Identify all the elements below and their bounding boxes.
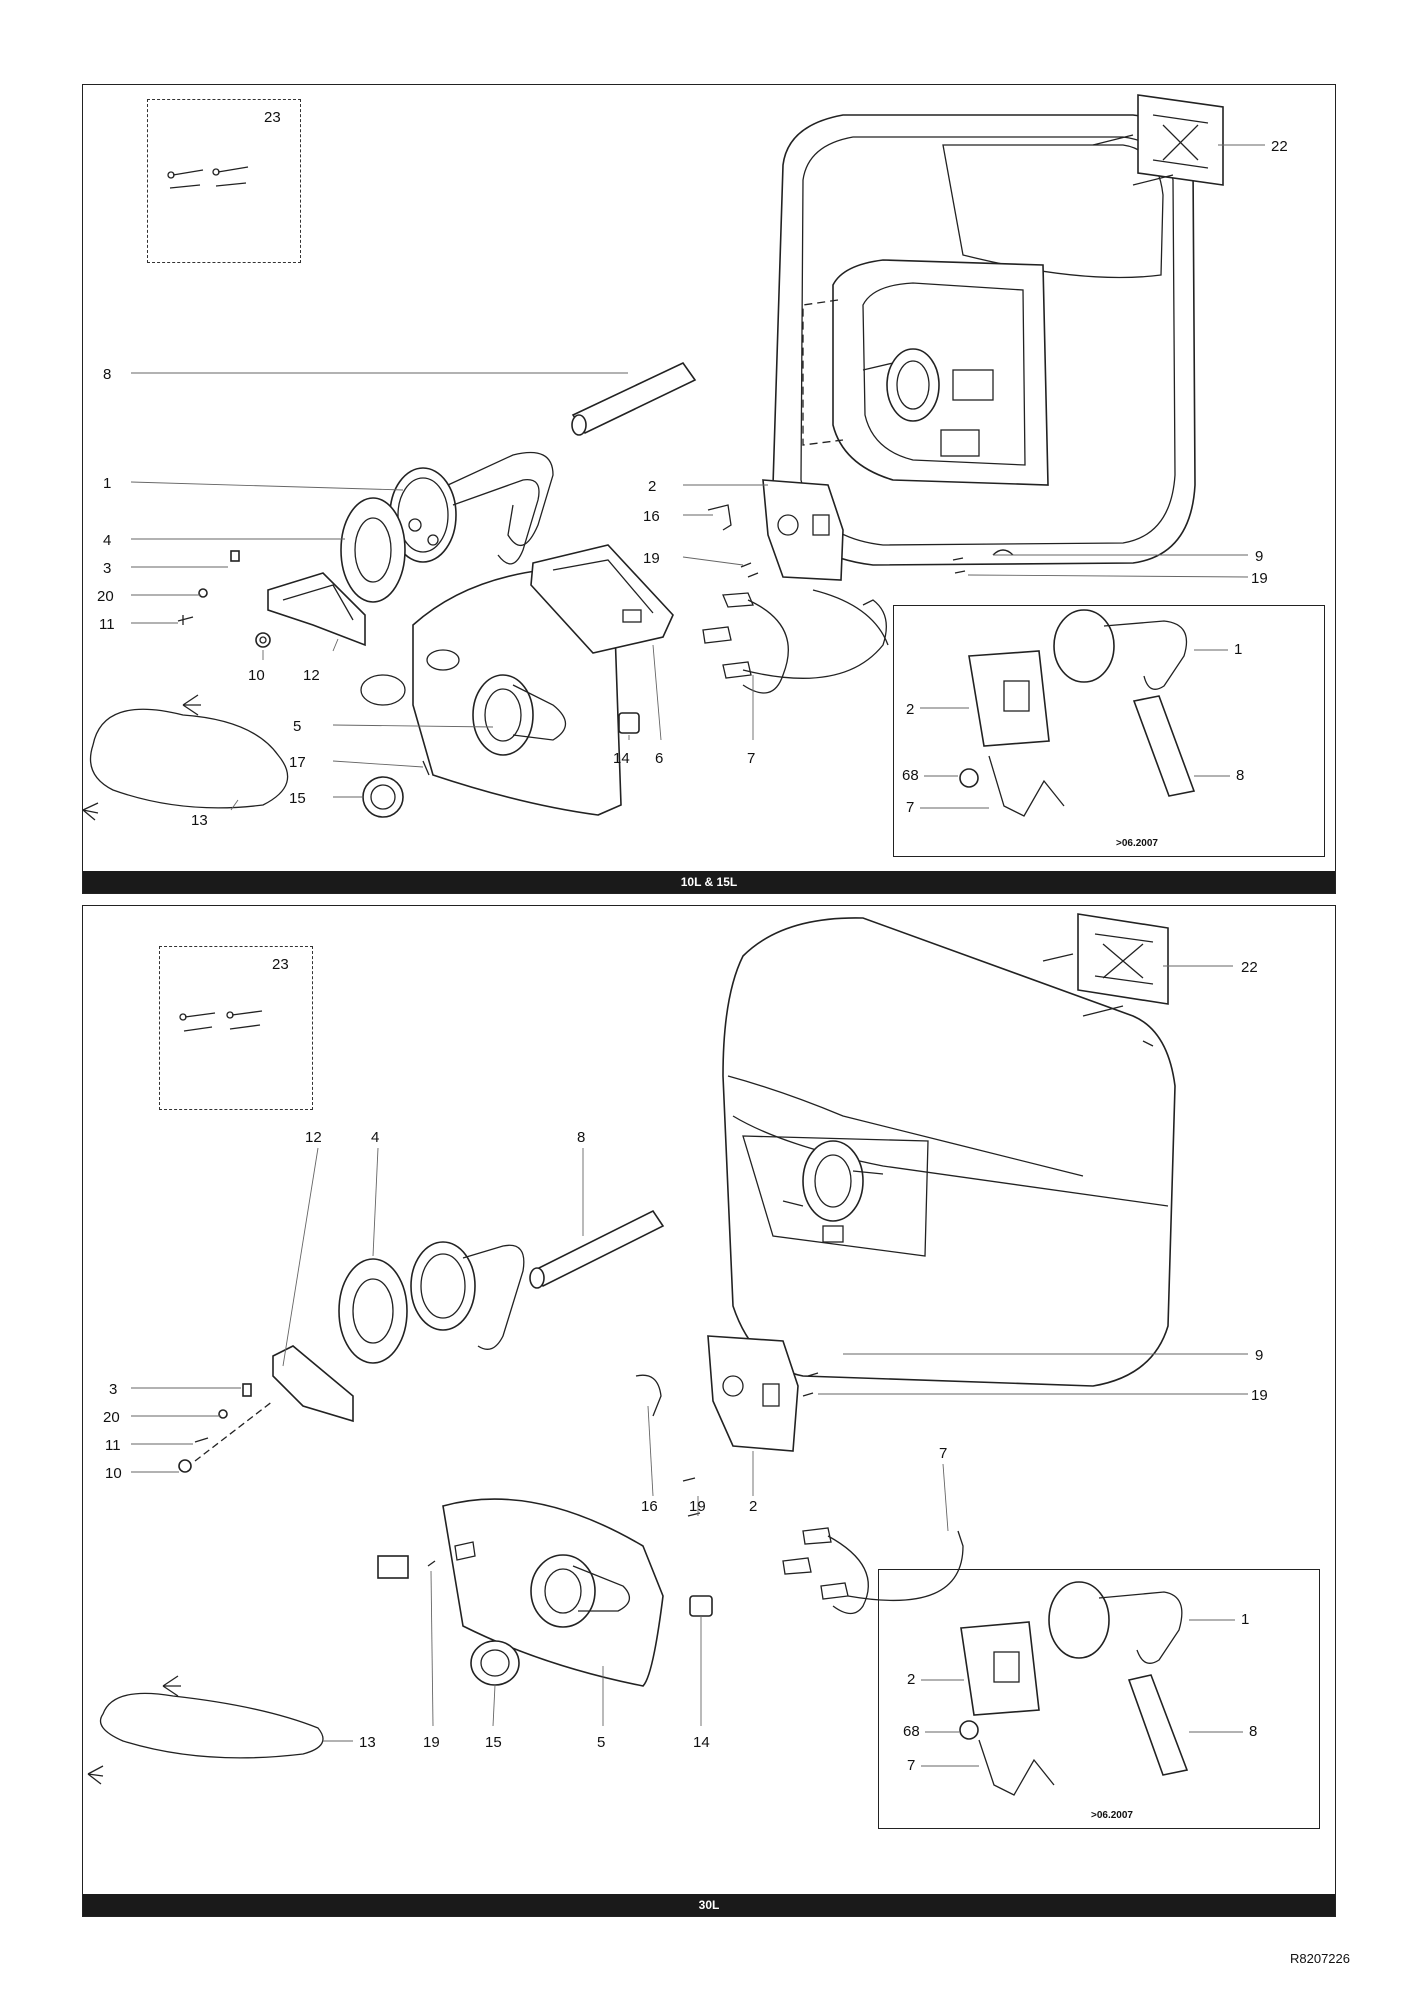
leader-lines — [131, 965, 1248, 1742]
inset-label-8: 8 — [1236, 767, 1244, 784]
inset-label-68: 68 — [902, 767, 919, 784]
inset-label-68: 68 — [903, 1723, 920, 1740]
gasket-4 — [340, 497, 406, 603]
label-13: 13 — [359, 1734, 376, 1751]
wiring-7 — [702, 589, 889, 694]
cable-13 — [87, 1675, 324, 1785]
label-11: 11 — [99, 616, 115, 633]
label-5: 5 — [293, 718, 301, 735]
label-22: 22 — [1241, 959, 1258, 976]
label-6: 6 — [655, 750, 663, 767]
label-10: 10 — [105, 1465, 122, 1482]
inset-label-8: 8 — [1249, 1723, 1257, 1740]
inset-art: 1 2 68 8 7 >06.2007 — [902, 609, 1244, 849]
label-20: 20 — [97, 588, 114, 605]
inset-date: >06.2007 — [1116, 838, 1158, 849]
label-3: 3 — [109, 1381, 117, 1398]
anode-8 — [529, 1209, 665, 1289]
label-14: 14 — [613, 750, 630, 767]
thermostat-2 — [707, 479, 844, 581]
panel-6 — [530, 544, 674, 654]
heating-element-1 — [389, 451, 554, 565]
part-labels: 8 1 4 3 20 11 10 12 5 17 15 13 14 6 7 2 … — [97, 138, 1288, 829]
exploded-diagram-10l-15l: 8 1 4 3 20 11 10 12 5 17 15 13 14 6 7 2 … — [83, 94, 1288, 829]
label-9: 9 — [1255, 1347, 1263, 1364]
panel-30l: 12 4 8 3 20 11 10 16 19 2 7 9 19 22 13 1… — [82, 905, 1336, 1917]
tank-body — [722, 917, 1176, 1387]
kit-label: 23 — [264, 109, 281, 126]
anode-8 — [571, 361, 697, 436]
cable-13 — [83, 694, 289, 821]
cover-5 — [360, 569, 622, 816]
label-12: 12 — [303, 667, 320, 684]
knob-parts — [362, 712, 640, 818]
label-19b: 19 — [1251, 570, 1268, 587]
gasket-4 — [338, 1258, 408, 1364]
hardware-parts — [177, 550, 271, 648]
flange-12 — [272, 1345, 354, 1423]
label-19c: 19 — [423, 1734, 440, 1751]
label-12: 12 — [305, 1129, 322, 1146]
kit-label: 23 — [272, 956, 289, 973]
part-labels: 12 4 8 3 20 11 10 16 19 2 7 9 19 22 13 1… — [103, 959, 1268, 1751]
label-20: 20 — [103, 1409, 120, 1426]
fixing-kit-23: 23 — [147, 99, 301, 263]
label-8: 8 — [577, 1129, 585, 1146]
label-1: 1 — [103, 475, 111, 492]
banner-10l-15l: 10L & 15L — [83, 871, 1335, 893]
reference-code: R8207226 — [1290, 1951, 1350, 1966]
label-2: 2 — [648, 478, 656, 495]
inset-label-1: 1 — [1234, 641, 1242, 658]
fixing-kit-art: 23 — [167, 109, 281, 189]
label-16: 16 — [643, 508, 660, 525]
label-11: 11 — [105, 1437, 121, 1454]
banner-30l: 30L — [83, 1894, 1335, 1916]
heating-element — [410, 1241, 525, 1350]
label-3: 3 — [103, 560, 111, 577]
label-14: 14 — [693, 1734, 710, 1751]
label-9: 9 — [1255, 548, 1263, 565]
panel-10l-15l: 8 1 4 3 20 11 10 12 5 17 15 13 14 6 7 2 … — [82, 84, 1336, 894]
hardware-parts — [178, 1383, 274, 1473]
inset-post-2007: 1 2 68 8 7 >06.2007 — [878, 1569, 1320, 1829]
flange-12 — [267, 572, 366, 647]
fixing-kit-23: 23 — [159, 946, 313, 1110]
label-4: 4 — [371, 1129, 379, 1146]
label-15: 15 — [485, 1734, 502, 1751]
exploded-diagram-30l: 12 4 8 3 20 11 10 16 19 2 7 9 19 22 13 1… — [87, 913, 1268, 1785]
inset-date: >06.2007 — [1091, 1810, 1133, 1821]
label-7: 7 — [939, 1445, 947, 1462]
label-15: 15 — [289, 790, 306, 807]
leader-lines — [130, 144, 1265, 811]
wiring-7 — [782, 1527, 964, 1615]
label-22: 22 — [1271, 138, 1288, 155]
knob-parts — [427, 1560, 713, 1686]
label-8: 8 — [103, 366, 111, 383]
label-19a: 19 — [689, 1498, 706, 1515]
wall-bracket-22 — [1092, 94, 1224, 186]
label-10: 10 — [248, 667, 265, 684]
label-19: 19 — [643, 550, 660, 567]
tank-body — [772, 114, 1196, 566]
inset-art: 1 2 68 8 7 >06.2007 — [903, 1581, 1257, 1821]
label-4: 4 — [103, 532, 111, 549]
label-5: 5 — [597, 1734, 605, 1751]
inset-label-7: 7 — [906, 799, 914, 816]
wall-bracket-22 — [1042, 913, 1169, 1017]
inset-post-2007: 1 2 68 8 7 >06.2007 — [893, 605, 1325, 857]
label-19b: 19 — [1251, 1387, 1268, 1404]
tank-fittings — [952, 549, 1014, 574]
label-2: 2 — [749, 1498, 757, 1515]
label-17: 17 — [289, 754, 306, 771]
cover-5 — [377, 1498, 664, 1687]
label-16: 16 — [641, 1498, 658, 1515]
inset-label-1: 1 — [1241, 1611, 1249, 1628]
thermostat-2 — [635, 1335, 819, 1517]
inset-label-2: 2 — [907, 1671, 915, 1688]
label-7: 7 — [747, 750, 755, 767]
label-13: 13 — [191, 812, 208, 829]
inset-label-7: 7 — [907, 1757, 915, 1774]
inset-label-2: 2 — [906, 701, 914, 718]
fixing-kit-art: 23 — [179, 956, 289, 1032]
